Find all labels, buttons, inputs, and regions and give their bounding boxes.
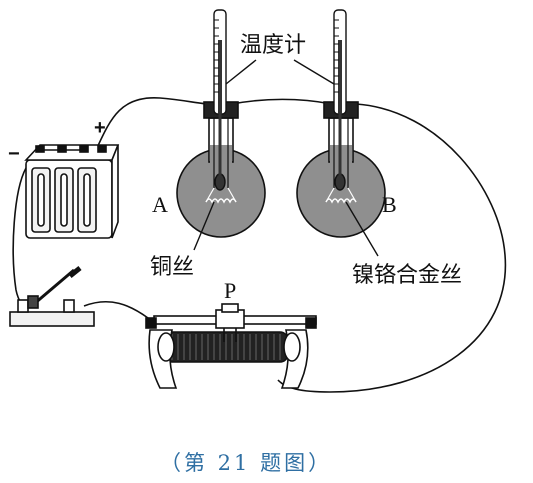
battery [24,144,120,239]
leader-lines [193,59,379,257]
leader-alloy-wire [345,201,379,257]
alloy-wire-label: 镍铬合金丝 [352,263,462,288]
leader-thermometer-b [293,59,335,85]
copper-wire-label: 铜丝 [150,255,194,280]
figure-caption: （第 21 题图） [160,451,332,475]
knife-switch[interactable] [9,266,95,327]
alloy-wire-coil [325,198,357,204]
battery-positive-label: + [94,117,106,139]
flask-a-label: A [152,192,168,217]
copper-wire-coil [205,198,237,204]
leader-thermometer-a [225,59,257,85]
wire-battery-to-flask-a [95,97,211,151]
wire-battery-to-switch [12,167,27,311]
switch-blade [33,268,75,306]
wire-flask-b-to-rheostat [277,103,507,393]
battery-negative-label: − [8,143,20,165]
flask-b-label: B [382,192,397,217]
thermometer-label: 温度计 [240,33,306,58]
switch-base [9,311,95,327]
thermometer-b [333,9,347,191]
sliding-rheostat[interactable] [145,303,317,389]
wire-flask-a-to-flask-b [231,98,333,105]
thermometer-a [213,9,227,191]
slider-label: P [224,278,236,303]
leader-copper-wire [193,201,215,251]
